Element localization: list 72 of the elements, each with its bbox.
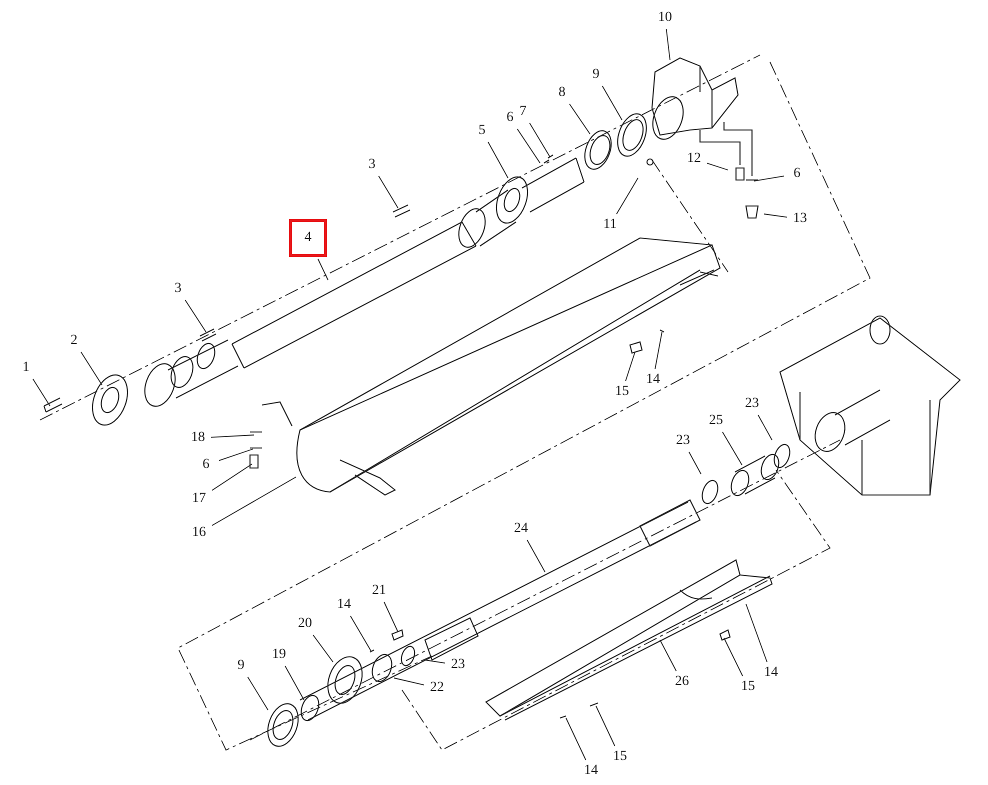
- callout-number: 14: [760, 664, 782, 682]
- callout-number: 12: [683, 150, 705, 168]
- leader-line: [378, 176, 398, 208]
- leader-line: [616, 178, 638, 214]
- leader-line: [754, 176, 784, 182]
- callout-number: 6: [195, 456, 217, 474]
- leader-line: [212, 476, 296, 526]
- callout-number: 22: [426, 679, 448, 697]
- callout-number: 9: [585, 66, 607, 84]
- leader-line: [488, 142, 508, 178]
- leader-line: [210, 434, 254, 438]
- callout-number: 11: [599, 216, 621, 234]
- leader-line: [32, 378, 50, 406]
- callout-number: 1: [15, 359, 37, 377]
- leader-line: [218, 448, 254, 462]
- leader-line: [526, 540, 546, 572]
- callout-number: 24: [510, 520, 532, 538]
- callout-number: 14: [642, 371, 664, 389]
- callout-number: 8: [551, 84, 573, 102]
- callout-number: 16: [188, 524, 210, 542]
- callout-number: 23: [672, 432, 694, 450]
- leader-line: [706, 162, 728, 170]
- leader-line: [602, 86, 622, 120]
- leader-line: [424, 660, 446, 664]
- leader-line: [247, 676, 268, 710]
- leader-line: [596, 706, 616, 746]
- leader-line: [722, 432, 742, 466]
- leader-line: [758, 414, 772, 440]
- leader-line: [660, 640, 677, 672]
- callout-number: 13: [789, 210, 811, 228]
- callout-number: 20: [294, 615, 316, 633]
- callout-number: 18: [187, 429, 209, 447]
- callout-number: 3: [167, 280, 189, 298]
- callout-number: 17: [188, 490, 210, 508]
- callout-number: 6: [786, 165, 808, 183]
- leader-line: [184, 300, 206, 332]
- callout-number: 10: [654, 9, 676, 27]
- leader-line: [746, 604, 768, 662]
- callout-number: 26: [671, 673, 693, 691]
- leader-line: [764, 214, 788, 218]
- leader-line: [654, 332, 662, 370]
- leader-line: [384, 602, 398, 632]
- leader-line: [212, 464, 252, 491]
- callout-number: 15: [611, 383, 633, 401]
- callout-number: 15: [609, 748, 631, 766]
- leader-line: [724, 638, 744, 676]
- leader-line: [318, 258, 328, 280]
- callout-number: 5: [471, 122, 493, 140]
- leader-line: [625, 352, 636, 382]
- leader-line: [566, 718, 586, 760]
- leader-line: [516, 128, 540, 164]
- leader-line: [312, 634, 334, 662]
- leader-line: [666, 28, 670, 60]
- callout-number: 25: [705, 412, 727, 430]
- callout-number: 23: [741, 395, 763, 413]
- leader-line: [284, 666, 304, 700]
- leader-line: [350, 616, 372, 652]
- leader-line: [569, 104, 590, 134]
- callout-number: 19: [268, 646, 290, 664]
- callout-number: 14: [580, 762, 602, 780]
- leader-line: [80, 352, 102, 386]
- callout-number: 14: [333, 596, 355, 614]
- callout-number: 21: [368, 582, 390, 600]
- callout-number: 2: [63, 332, 85, 350]
- leader-line: [688, 452, 702, 474]
- callout-number: 3: [361, 156, 383, 174]
- highlighted-callout-number: 4: [289, 219, 327, 257]
- callout-number: 15: [737, 678, 759, 696]
- callout-number: 9: [230, 657, 252, 675]
- leader-line: [529, 122, 550, 158]
- leader-line: [394, 678, 424, 686]
- callout-number: 23: [447, 656, 469, 674]
